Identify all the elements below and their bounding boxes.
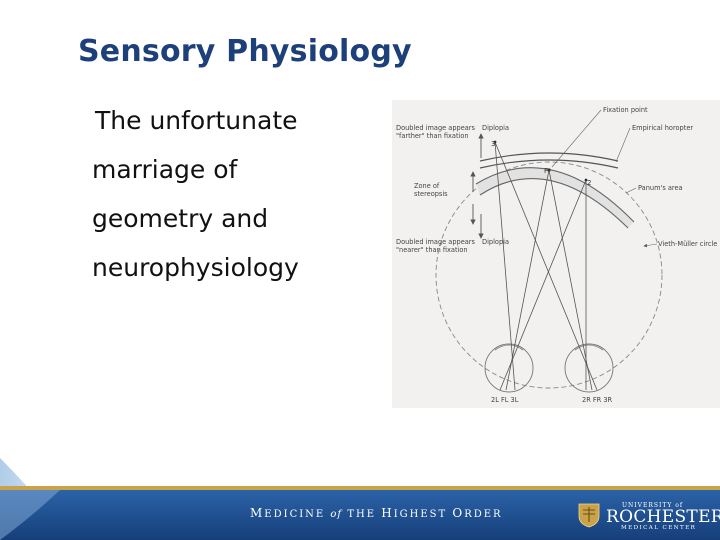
- visual-line: [494, 141, 598, 391]
- body-text: The unfortunate marriage of geometry and…: [92, 100, 352, 296]
- right-retina-label: 2R FR 3R: [582, 396, 613, 404]
- zone-of-stereopsis-label-2: stereopsis: [414, 190, 448, 198]
- footer-blue-band: [0, 490, 720, 540]
- vieth-muller-circle: [435, 161, 663, 389]
- right-eye: [564, 343, 614, 393]
- body-line: The unfortunate: [95, 106, 298, 135]
- body-line: neurophysiology: [92, 253, 299, 282]
- tagline-part: O: [452, 506, 465, 520]
- logo-university: UNIVERSITY of: [622, 502, 684, 509]
- leader-line: [625, 187, 637, 194]
- panums-area-outer: [475, 167, 635, 223]
- doubled-nearer-label-2: "nearer" than fixation: [396, 246, 468, 254]
- diplopia-bottom-label: Diplopia: [482, 238, 509, 246]
- left-retina-label: 2L FL 3L: [491, 396, 519, 404]
- visual-line: [548, 169, 593, 391]
- right-eye-lens: [574, 344, 604, 351]
- university-logo: UNIVERSITY of ROCHESTER MEDICAL CENTER: [577, 499, 720, 533]
- logo-rochester: ROCHESTER: [606, 507, 720, 527]
- diplopia-top-label: Diplopia: [482, 124, 509, 132]
- seal-icon: [578, 503, 600, 528]
- footer-gold-stripe: [0, 486, 720, 490]
- panums-area-band: [476, 167, 634, 228]
- empirical-horopter-label: Empirical horopter: [632, 124, 693, 132]
- point-2-label: 2: [587, 179, 591, 187]
- vieth-muller-label: Vieth-Müller circle: [658, 240, 717, 248]
- doubled-farther-label: Doubled image appears: [396, 124, 475, 132]
- leader-line: [551, 109, 602, 168]
- tagline-part: IGHEST: [393, 509, 448, 520]
- footer-band: [0, 458, 720, 540]
- footer-tagline: MEDICINE of THE HIGHEST ORDER: [250, 506, 503, 520]
- point-f-label: F: [544, 167, 548, 175]
- logo-medical-center: MEDICAL CENTER: [621, 525, 697, 531]
- horopter-figure: 3 F 2 Doubled image appears "farther" th…: [392, 100, 720, 408]
- tagline-part: of: [330, 509, 343, 520]
- slide-title: Sensory Physiology: [78, 34, 412, 69]
- footer-swoosh-overlay: [0, 490, 60, 540]
- empirical-horopter-lower: [479, 159, 619, 169]
- body-line: geometry and: [92, 204, 269, 233]
- left-eye: [484, 343, 534, 393]
- tagline-part: M: [250, 506, 265, 520]
- point-3-label: 3: [491, 140, 495, 148]
- visual-line: [499, 179, 587, 391]
- leader-line: [615, 127, 631, 163]
- doubled-nearer-label: Doubled image appears: [396, 238, 475, 246]
- visual-line: [505, 169, 550, 391]
- empirical-horopter-upper: [479, 152, 619, 162]
- doubled-farther-label-2: "farther" than fixation: [396, 132, 469, 140]
- footer-graphic: [0, 458, 720, 540]
- tagline-part: H: [381, 506, 394, 520]
- horopter-diagram: 3 F 2 Doubled image appears "farther" th…: [396, 106, 717, 404]
- tagline-part: RDER: [464, 509, 503, 520]
- point-3-marker: [493, 140, 497, 144]
- body-line: marriage of: [92, 155, 238, 184]
- zone-of-stereopsis-label: Zone of: [414, 182, 440, 190]
- panums-area-label: Panum's area: [638, 184, 683, 192]
- point-2-marker: [584, 178, 588, 182]
- visual-line: [494, 141, 516, 391]
- fixation-point-marker: [547, 168, 551, 172]
- tagline-part: EDICINE: [264, 509, 326, 520]
- tagline-part: THE: [347, 509, 377, 520]
- leader-line: [643, 243, 658, 248]
- fixation-point-label: Fixation point: [603, 106, 648, 114]
- left-eye-lens: [494, 344, 524, 351]
